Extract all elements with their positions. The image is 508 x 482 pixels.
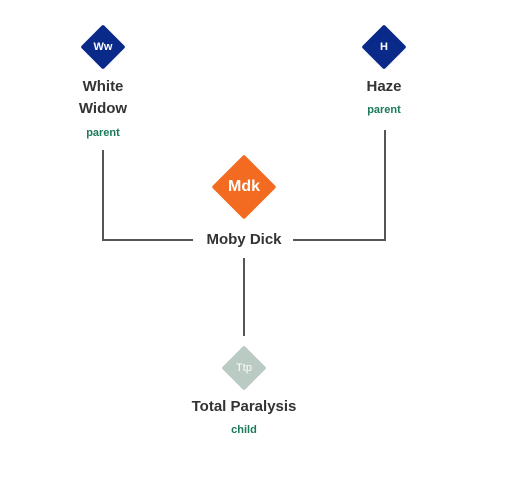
- haze-abbr: H: [380, 41, 388, 53]
- moby-dick-name: Moby Dick: [206, 231, 282, 248]
- white-widow-name-line2: Widow: [78, 100, 128, 117]
- haze-name: Haze: [366, 78, 402, 95]
- white-widow-name-line1: White: [82, 78, 124, 95]
- haze-role: parent: [367, 104, 401, 116]
- total-paralysis-role: child: [231, 424, 257, 436]
- total-paralysis-abbr: Ttp: [236, 362, 252, 374]
- white-widow-name: White Widow: [53, 76, 153, 120]
- white-widow-diamond-icon: Ww: [87, 31, 119, 63]
- haze-diamond-icon: H: [368, 31, 400, 63]
- connector-white-widow: [102, 150, 193, 241]
- total-paralysis-diamond-icon: Ttp: [228, 352, 260, 384]
- white-widow-abbr: Ww: [93, 41, 113, 53]
- moby-dick-diamond-icon: Mdk: [221, 164, 267, 210]
- connector-haze: [293, 130, 386, 241]
- moby-dick-abbr: Mdk: [228, 178, 260, 195]
- white-widow-role: parent: [86, 127, 120, 139]
- total-paralysis-name: Total Paralysis: [191, 398, 297, 415]
